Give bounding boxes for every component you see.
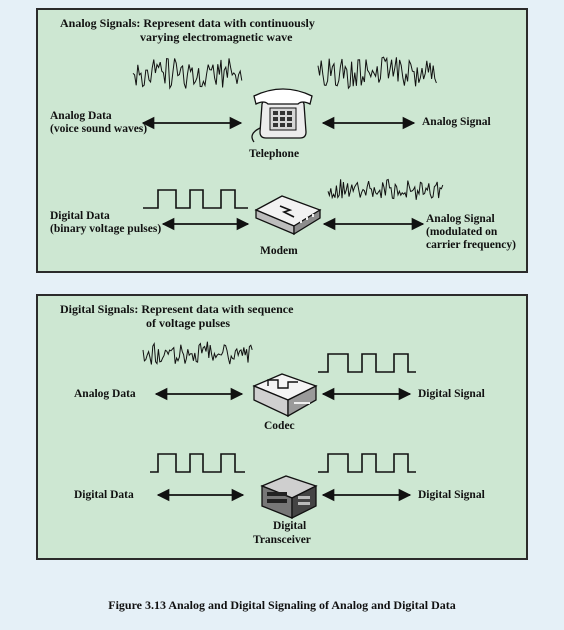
analog-data-waveform [132,58,243,90]
analog-panel-title-line1: Analog Signals: Represent data with cont… [60,16,315,30]
analog-signals-panel: Analog Signals: Represent data with cont… [36,8,528,273]
figure-caption: Figure 3.13 Analog and Digital Signaling… [108,598,456,612]
modulated-signal-sublabel-1: (modulated on [426,226,498,238]
digital-data-label: Digital Data [50,210,110,222]
telephone-label: Telephone [249,148,300,160]
digital-data-pulses-2 [150,453,245,473]
digital-transceiver-icon [260,475,318,520]
digital-data-label-2: Digital Data [74,489,134,501]
modem-label: Modem [260,245,298,257]
analog-data-sublabel: (voice sound waves) [50,123,148,135]
modulated-carrier-waveform [327,178,444,200]
analog-data-waveform-2 [142,341,253,365]
digital-signal-pulses-2 [318,453,416,473]
telephone-icon [251,88,313,143]
digital-signal-label-1: Digital Signal [418,388,485,400]
modem-icon [254,195,322,236]
transceiver-label-line1: Digital [273,520,307,532]
digital-signal-label-2: Digital Signal [418,489,485,501]
analog-panel-title-line2: varying electromagnetic wave [140,30,293,44]
codec-icon [252,373,318,418]
digital-data-pulses [143,189,248,209]
digital-signal-pulses-1 [318,353,416,373]
modulated-signal-sublabel-2: carrier frequency) [426,239,516,251]
transceiver-label-line2: Transceiver [253,534,311,546]
digital-signals-panel: Digital Signals: Represent data with seq… [36,294,528,560]
codec-label: Codec [264,420,295,432]
digital-panel-graphics [142,341,416,520]
digital-panel-title-line1: Digital Signals: Represent data with seq… [60,302,294,316]
analog-data-label: Analog Data [50,110,112,122]
analog-signal-label: Analog Signal [422,116,491,128]
analog-panel-graphics [132,56,444,236]
modulated-signal-label: Analog Signal [426,213,495,225]
digital-panel-title-line2: of voltage pulses [146,316,230,330]
analog-data-label-2: Analog Data [74,388,136,400]
analog-signal-waveform [317,56,437,90]
digital-data-sublabel: (binary voltage pulses) [50,223,162,235]
